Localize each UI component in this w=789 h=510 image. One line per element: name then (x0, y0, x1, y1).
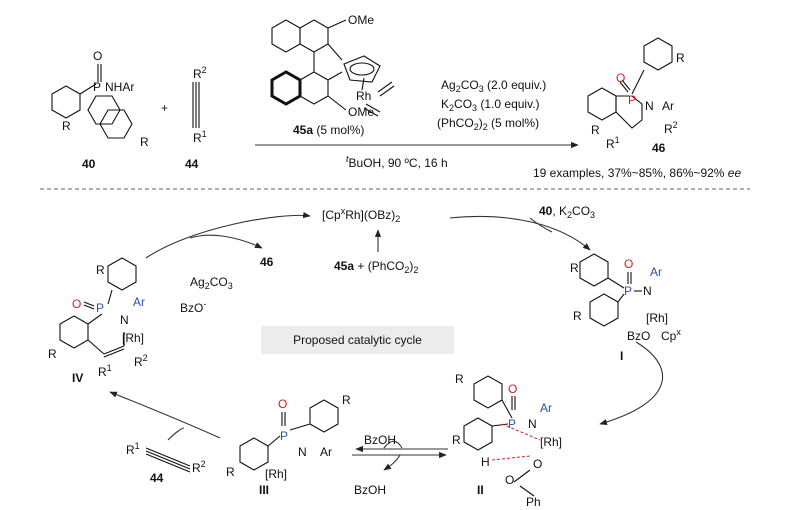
r-label: R (193, 67, 202, 81)
intermediate-II: O P N Ar [Rh] H O O Ph R R II (452, 372, 562, 509)
p-atom: P (93, 80, 101, 94)
intermediate-label: III (259, 483, 269, 497)
o-atom: O (616, 71, 625, 85)
ar-group: Ar (133, 295, 145, 309)
compound-number: 46 (652, 141, 666, 155)
ph-group: Ph (526, 495, 541, 509)
ar-group: Ar (662, 99, 674, 113)
rh-label: [Rh] (122, 331, 144, 345)
n-atom: N (645, 99, 654, 113)
intermediate-label: II (477, 483, 484, 497)
r-substituent: R (48, 347, 57, 361)
rh-label: [Rh] (540, 435, 562, 449)
compound-number: 44 (150, 471, 164, 485)
nhar-group: NHAr (105, 80, 134, 94)
bzo-anion: BzO- (180, 299, 206, 315)
p-atom: P (508, 417, 516, 431)
r-substituent: R (342, 393, 351, 407)
r-substituent: R (452, 433, 461, 447)
intermediate-I: O P N Ar [Rh] BzO Cpx R R I (570, 253, 681, 363)
compound-number: 40 (82, 157, 96, 171)
r-label: R (193, 131, 202, 145)
ar-group: Ar (320, 445, 332, 459)
o-atom: O (278, 397, 287, 411)
rh-label: [Rh] (646, 311, 668, 325)
catalyst-number: 45a (293, 123, 313, 137)
p-atom: P (628, 93, 636, 107)
r-substituent: R (140, 135, 149, 149)
substrate-40: O P NHAr R R 40 (51, 49, 149, 171)
yield-summary: 19 examples, 37%~85%, 86%~92% ee (533, 166, 741, 180)
svg-text:R2: R2 (134, 353, 148, 369)
bzoh-in: BzOH (364, 433, 396, 447)
compound-number: 44 (185, 157, 199, 171)
r-substituent: R (455, 372, 464, 386)
svg-text:R1: R1 (193, 129, 207, 145)
ome-label: OMe (348, 13, 374, 27)
ar-group: Ar (650, 265, 662, 279)
p-atom: P (624, 284, 632, 298)
rh-label: Rh (356, 89, 371, 103)
svg-text:R1: R1 (606, 135, 620, 151)
p-atom: P (96, 301, 104, 315)
svg-text:Ag2CO3 (2.0 equiv.): Ag2CO3 (2.0 equiv.) (441, 78, 546, 94)
svg-text:R2: R2 (664, 120, 678, 136)
o-atom: O (72, 297, 81, 311)
n-atom: N (298, 445, 307, 459)
svg-text:(PhCO2)2 (5 mol%): (PhCO2)2 (5 mol%) (437, 116, 539, 132)
r-substituent: R (573, 309, 582, 323)
r-substituent: R (591, 123, 600, 137)
svg-text:K2CO3 (1.0 equiv.): K2CO3 (1.0 equiv.) (441, 97, 540, 113)
catalyst-45a: OMe OMe Rh 45a (5 mol%) (270, 13, 395, 137)
o-atom: O (508, 382, 517, 396)
svg-text:R2: R2 (193, 65, 207, 81)
conditions-text: tBuOH, 90 ºC, 16 h (346, 154, 448, 170)
cp-ligand: Cp (661, 329, 677, 343)
ome-label: OMe (348, 105, 374, 119)
h-atom: H (481, 455, 490, 469)
n-atom: N (120, 313, 129, 327)
alkyne-44: R2 R1 44 (185, 65, 207, 171)
bzoh-out: BzOH (354, 483, 386, 497)
product-46: O P N Ar R R R1 R2 46 (587, 37, 685, 155)
svg-text:R1: R1 (126, 441, 140, 457)
o-atom: O (505, 473, 514, 487)
precatalyst-mix: 45a + (PhCO2)2 (334, 259, 418, 275)
svg-text:Cpx: Cpx (661, 327, 681, 343)
rh-label: [Rh] (265, 467, 287, 481)
n-atom: N (528, 417, 537, 431)
r-substituent: R (62, 119, 71, 133)
svg-text:45a (5 mol%): 45a (5 mol%) (293, 123, 364, 137)
svg-text:R1: R1 (98, 363, 112, 379)
r-substituent: R (676, 51, 685, 65)
intermediate-III: O P N Ar [Rh] R R III (226, 393, 351, 497)
product-46-label: 46 (260, 255, 274, 269)
bzo-ligand: BzO (627, 329, 650, 343)
svg-text:R2: R2 (192, 459, 206, 475)
r-substituent: R (570, 261, 579, 275)
active-catalyst: [CpxRh](OBz)2 (322, 206, 400, 224)
o-atom: O (533, 457, 542, 471)
o-atom: O (624, 257, 633, 271)
intermediate-label: IV (72, 371, 83, 385)
p-atom: P (280, 429, 288, 443)
intermediate-label: I (620, 349, 623, 363)
reagent-list: Ag2CO3 (2.0 equiv.) K2CO3 (1.0 equiv.) (… (437, 78, 546, 132)
r-substituent: R (96, 263, 105, 277)
ag2co3-reagent: Ag2CO3 (190, 275, 233, 291)
alkyne-44-cycle: R1 R2 44 (126, 441, 206, 485)
o-atom: O (93, 49, 102, 63)
reagent-40-k2co3: 40, K2CO3 (539, 204, 595, 220)
n-atom: N (643, 284, 652, 298)
catalyst-loading: (5 mol%) (316, 123, 364, 137)
intermediate-IV: O P N Ar [Rh] R R R1 R2 IV (48, 257, 148, 385)
r-substituent: R (226, 465, 235, 479)
ar-group: Ar (540, 401, 552, 415)
catalytic-cycle-label: Proposed catalytic cycle (261, 326, 454, 354)
plus-sign: + (161, 101, 168, 115)
